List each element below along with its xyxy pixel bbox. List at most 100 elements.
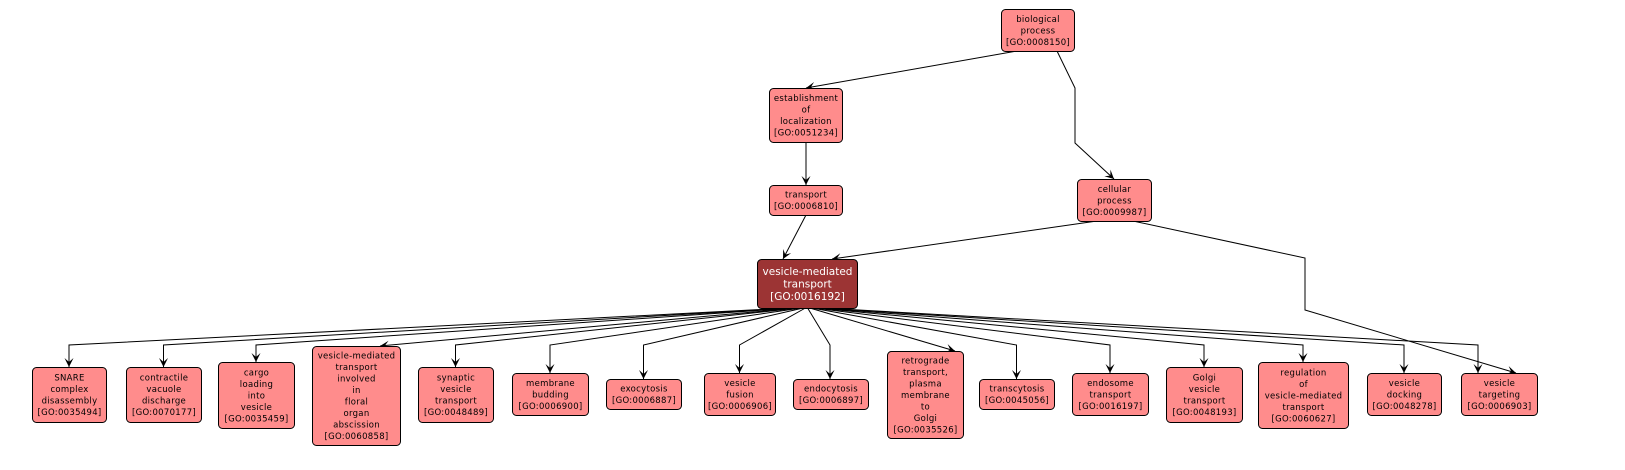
node-label-line: transport,: [903, 368, 948, 378]
node-box[interactable]: [769, 88, 843, 143]
node-label-line: cellular: [1098, 185, 1132, 195]
node-go-id: [GO:0048193]: [1172, 408, 1236, 418]
go-term-node-go-0006810[interactable]: transport[GO:0006810]: [769, 185, 843, 216]
node-label-line: discharge: [142, 397, 186, 407]
edge-GO0016192-to-GO0035494: [68, 307, 791, 367]
arrowhead-icon: [451, 358, 460, 367]
edge-GO0008150-to-GO0051234: [805, 50, 1018, 89]
node-label-line: biological: [1016, 15, 1060, 25]
node-box[interactable]: [757, 259, 858, 309]
node-box[interactable]: [1166, 367, 1243, 423]
go-term-node-go-0035526[interactable]: retrogradetransport,plasmamembranetoGolg…: [887, 351, 964, 439]
node-go-id: [GO:0009987]: [1082, 208, 1146, 218]
node-box[interactable]: [1461, 373, 1538, 416]
edge-GO0016192-to-GO0060858: [379, 307, 797, 347]
node-box[interactable]: [1077, 179, 1152, 222]
arrowhead-icon: [1104, 169, 1114, 179]
node-box[interactable]: [1367, 373, 1442, 416]
node-box[interactable]: [769, 185, 843, 216]
node-label-line: in: [352, 386, 360, 396]
node-go-id: [GO:0035494]: [37, 408, 101, 418]
node-box[interactable]: [979, 379, 1055, 410]
edge-GO0016192-to-GO0048193: [816, 307, 1205, 367]
go-term-node-go-0006897[interactable]: endocytosis[GO:0006897]: [793, 379, 869, 410]
node-box[interactable]: [312, 346, 401, 446]
node-label-line: vesicle: [440, 385, 471, 395]
go-term-node-go-0060627[interactable]: regulationofvesicle-mediatedtransport[GO…: [1258, 362, 1349, 429]
node-label-line: transport: [336, 363, 378, 373]
go-term-node-go-0006887[interactable]: exocytosis[GO:0006887]: [606, 379, 682, 410]
node-box[interactable]: [793, 379, 869, 410]
node-go-id: [GO:0006906]: [708, 402, 772, 412]
edge-GO0016192-to-GO0035459: [255, 307, 795, 362]
node-label-line: retrograde: [901, 356, 949, 366]
edge-GO0016192-to-GO0035526: [809, 307, 956, 352]
node-box[interactable]: [126, 367, 202, 423]
node-label-line: vesicle: [1389, 379, 1420, 389]
node-label-line: to: [921, 402, 930, 412]
node-box[interactable]: [1001, 9, 1075, 52]
arrowhead-icon: [1473, 364, 1483, 373]
arrowhead-icon: [1199, 358, 1209, 367]
arrowhead-icon: [735, 364, 744, 373]
go-term-node-go-0045056[interactable]: transcytosis[GO:0045056]: [979, 379, 1055, 410]
node-box[interactable]: [512, 373, 589, 416]
node-label-line: involved: [337, 375, 375, 385]
node-label-line: cargo: [244, 368, 269, 378]
arrowhead-icon: [945, 344, 955, 353]
node-label-line: transport: [1283, 403, 1325, 413]
arrowhead-icon: [783, 248, 792, 259]
node-label-line: process: [1097, 196, 1132, 206]
node-label-line: transport: [1090, 390, 1132, 400]
node-go-id: [GO:0006900]: [518, 402, 582, 412]
node-box[interactable]: [32, 367, 107, 423]
node-label-line: floral: [345, 398, 368, 408]
arrowhead-icon: [1298, 353, 1308, 362]
edge-GO0016192-to-GO0016197: [814, 307, 1111, 373]
node-label-line: establishment: [774, 94, 839, 104]
node-label-line: complex: [50, 385, 88, 395]
arrowhead-icon: [159, 358, 168, 367]
node-label-line: process: [1021, 26, 1056, 36]
node-label-line: vacuole: [146, 385, 181, 395]
node-label-line: transport: [1184, 397, 1226, 407]
edge-GO0016192-to-GO0045056: [811, 307, 1017, 379]
node-box[interactable]: [606, 379, 682, 410]
node-label-line: exocytosis: [620, 385, 668, 395]
node-box[interactable]: [887, 351, 964, 439]
node-label-line: of: [802, 106, 812, 116]
node-go-id: [GO:0016192]: [770, 291, 845, 303]
node-box[interactable]: [1072, 373, 1149, 416]
arrowhead-icon: [801, 176, 811, 185]
node-box[interactable]: [418, 367, 494, 423]
node-label-line: transport: [783, 278, 832, 290]
arrowhead-icon: [1012, 370, 1021, 379]
node-go-id: [GO:0045056]: [985, 396, 1049, 406]
node-label-line: SNARE: [54, 374, 84, 384]
arrowhead-icon: [1399, 364, 1409, 373]
node-box[interactable]: [1258, 362, 1349, 429]
node-box[interactable]: [218, 362, 295, 429]
arrowhead-icon: [1506, 366, 1516, 375]
node-label-line: contractile: [140, 374, 189, 384]
node-box[interactable]: [704, 373, 776, 416]
node-label-line: localization: [780, 117, 832, 127]
node-go-id: [GO:0006903]: [1467, 402, 1531, 412]
node-label-line: vesicle-mediated: [318, 352, 396, 362]
